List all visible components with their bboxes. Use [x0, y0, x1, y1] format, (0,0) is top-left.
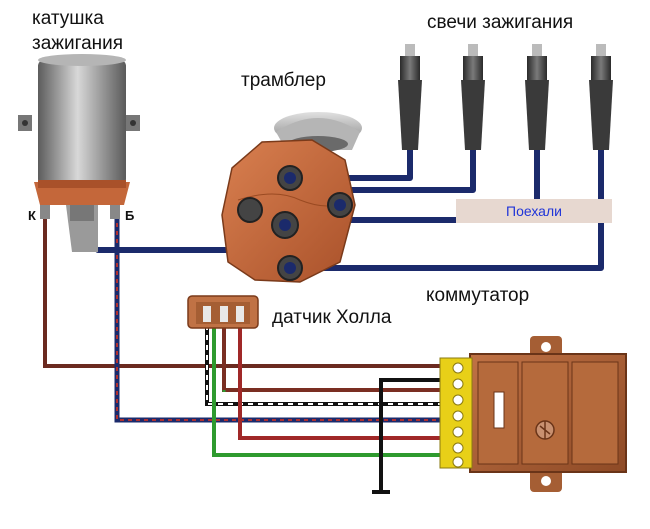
hv-wire-plug-2: [337, 145, 476, 193]
spark-plug-3: [525, 44, 549, 150]
spark-plug-4: [589, 44, 613, 150]
highlight-box: [456, 199, 612, 223]
hall-sensor-connector: [187, 295, 259, 329]
wire-k-to-switch: [43, 215, 443, 368]
wire-green: [212, 325, 443, 457]
spark-plug-1: [398, 44, 422, 150]
distributor: [221, 112, 362, 283]
wire-b-to-switch: [114, 215, 443, 423]
spark-plugs: [398, 44, 613, 150]
wire-hall-black-white: [205, 325, 443, 406]
distributor-sockets: [237, 165, 353, 281]
highlight-link[interactable]: Поехали: [506, 203, 562, 219]
ignition-coil-label: катушка зажигания: [32, 6, 123, 56]
terminal-b-label: Б: [125, 208, 135, 223]
hall-sensor-label: датчик Холла: [272, 307, 392, 328]
spark-plugs-label: свечи зажигания: [427, 12, 574, 33]
hv-wire-plug-4: [287, 145, 604, 271]
wire-ground: [379, 378, 443, 492]
ignition-coil: [18, 54, 140, 252]
ignition-coil-label-line1: катушка: [32, 8, 104, 29]
ignition-coil-label-line2: зажигания: [32, 33, 124, 54]
terminal-k-label: К: [28, 208, 36, 223]
switch-label: коммутатор: [426, 285, 530, 306]
distributor-label: трамблер: [241, 70, 326, 91]
spark-plug-2: [461, 44, 485, 150]
switch-terminals: [452, 362, 464, 468]
switch-module: [439, 336, 627, 492]
low-voltage-wires: [43, 215, 443, 494]
wire-hall-red: [238, 325, 443, 440]
